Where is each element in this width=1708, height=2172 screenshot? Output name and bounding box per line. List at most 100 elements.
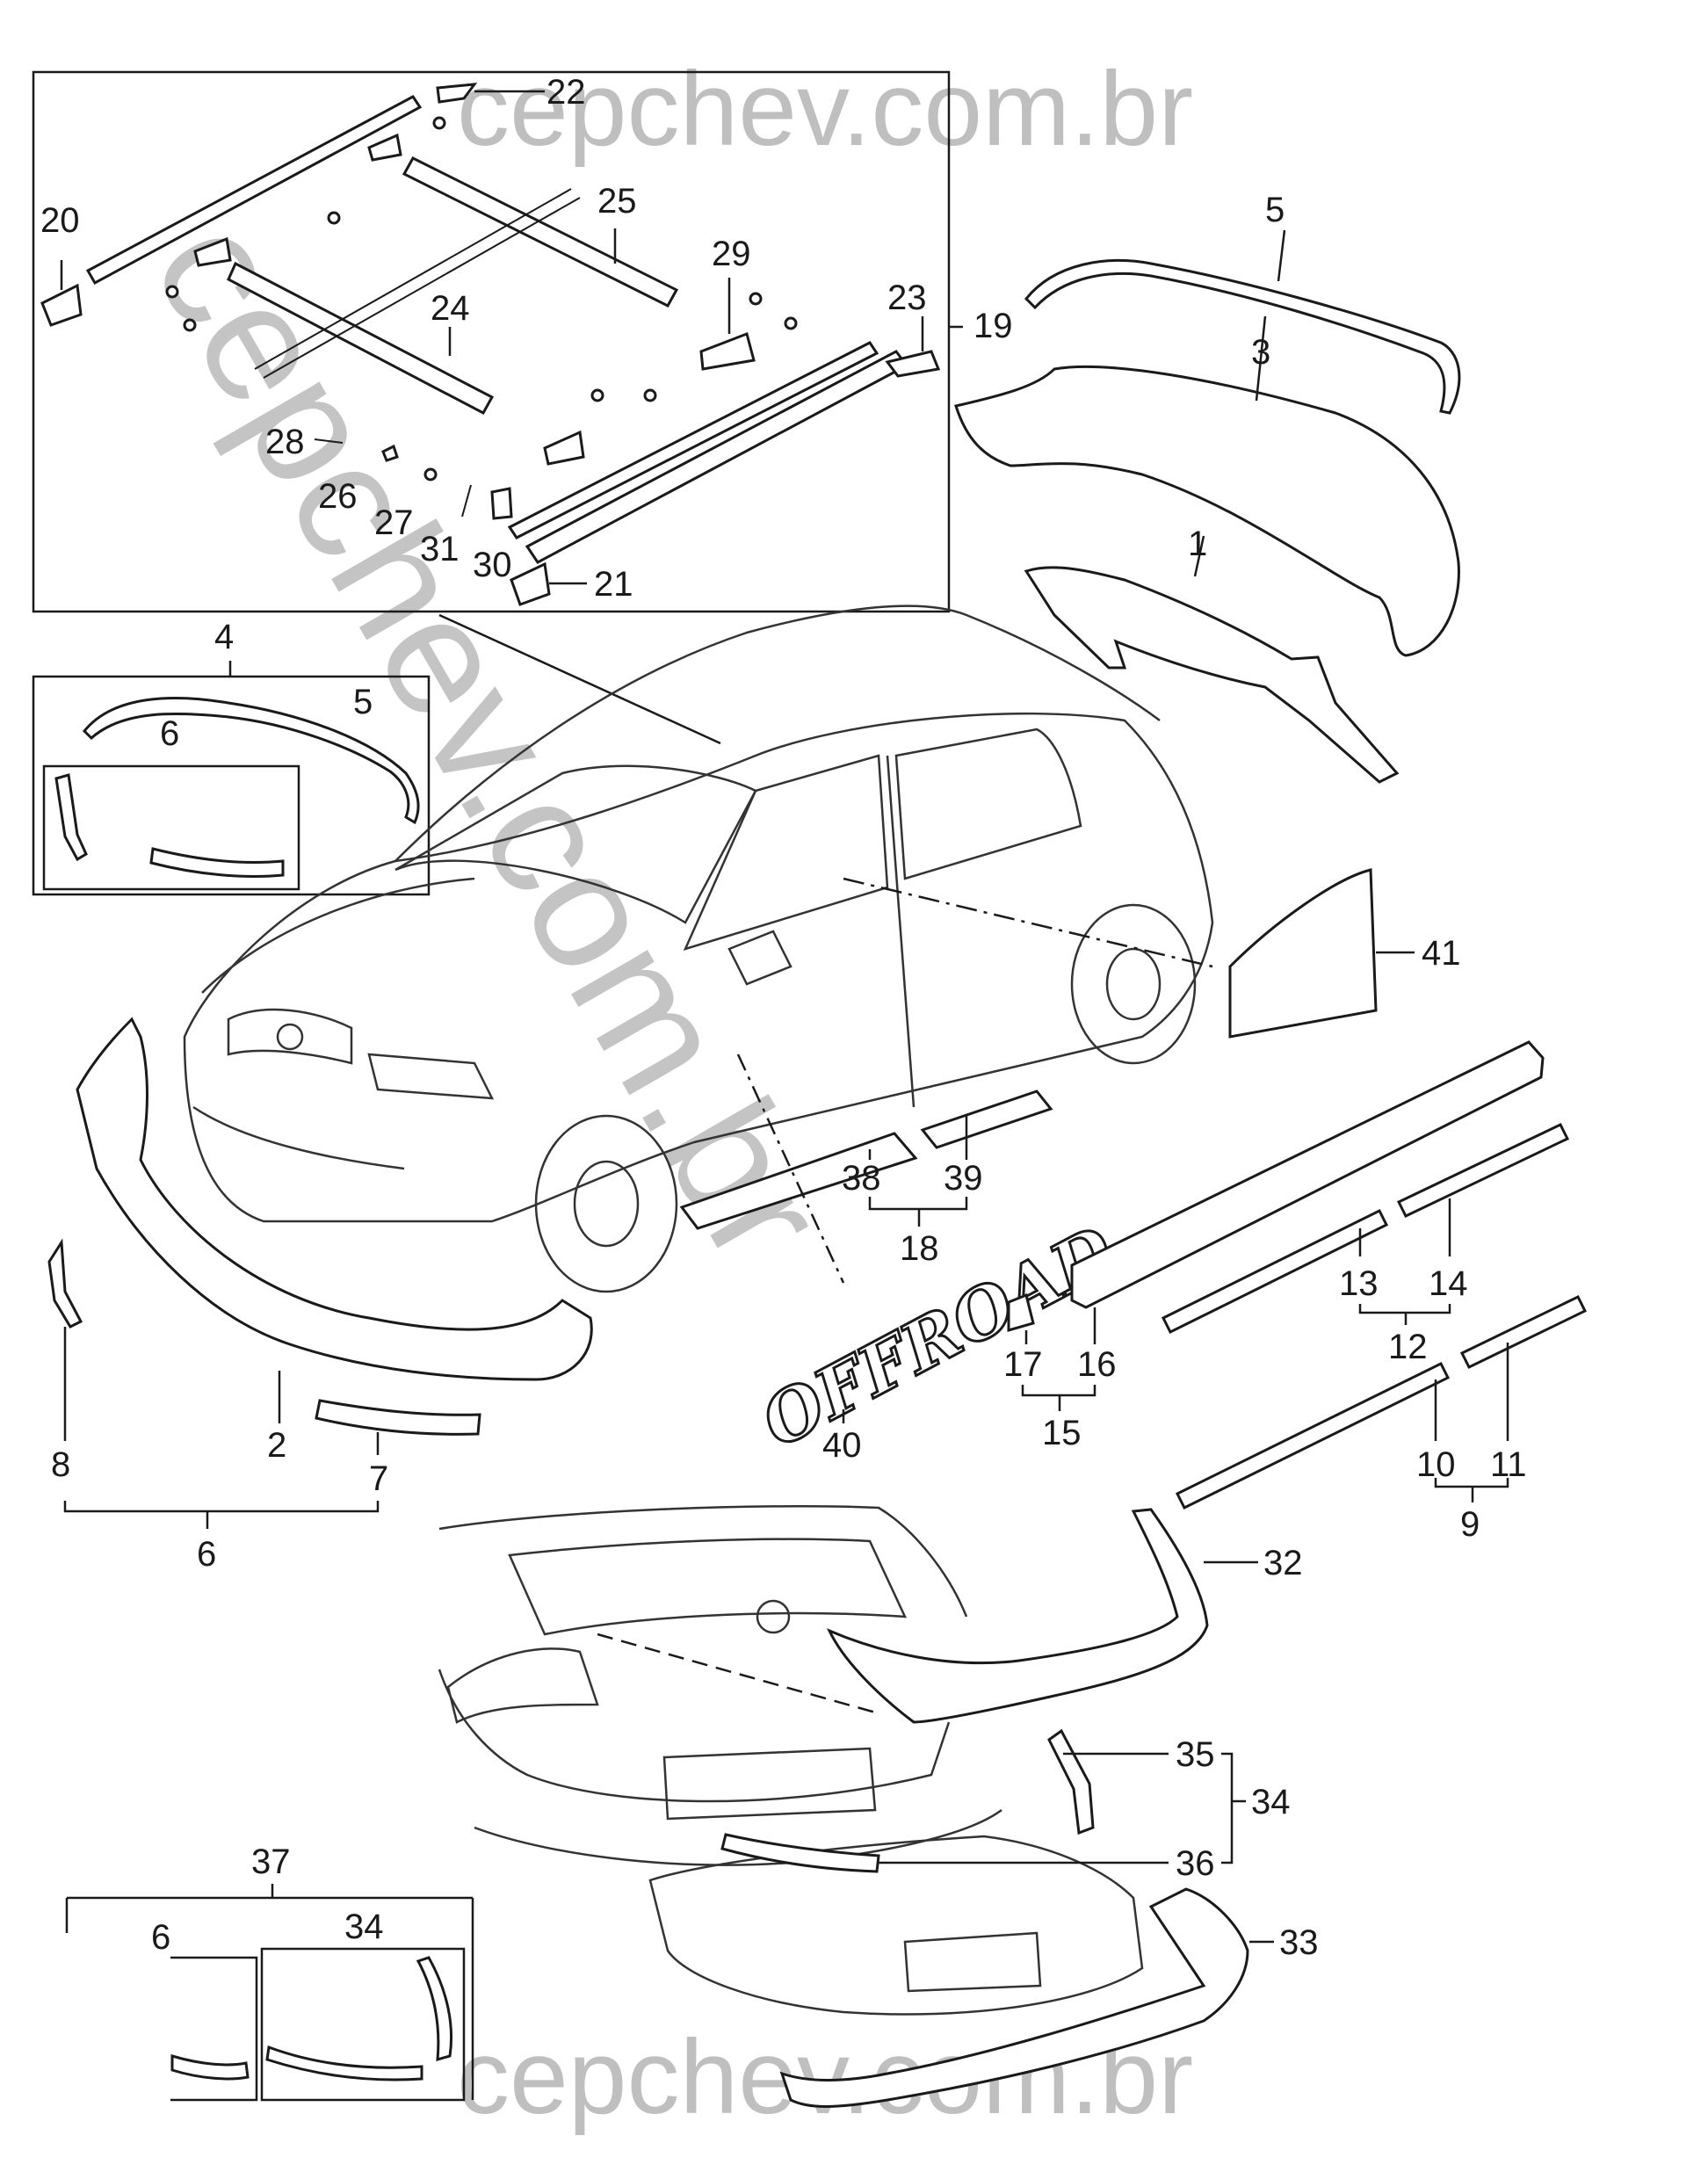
roof-strip-1 <box>254 188 572 370</box>
car-front-hub <box>573 1160 640 1248</box>
car-mirror <box>727 930 792 986</box>
rear-parts-group <box>720 1508 1274 2108</box>
roof-rack-detail-box <box>32 70 963 745</box>
callout-12: 12 <box>1388 1328 1428 1366</box>
callout-3: 3 <box>1251 333 1270 372</box>
fastener-7 <box>165 285 179 299</box>
leader-1 <box>1193 535 1205 577</box>
box-34-frame <box>260 1947 466 2102</box>
car-rear-logo <box>756 1599 791 1634</box>
car-front-bumper-line <box>192 1105 405 1170</box>
fender-flare-group <box>1228 868 1415 1039</box>
car-rear-lower <box>474 1808 1002 1866</box>
fastener-6 <box>590 388 604 402</box>
car-grille <box>227 1008 353 1065</box>
trim-6-detail <box>170 2053 250 2081</box>
callout-27: 27 <box>374 503 414 542</box>
callout-39: 39 <box>944 1159 983 1198</box>
car-rear-roof <box>438 1505 968 1618</box>
leader-41-dashed <box>843 877 1213 968</box>
car-hood <box>201 877 475 994</box>
callout-7: 7 <box>369 1459 388 1498</box>
leader-3 <box>1255 315 1267 402</box>
bracket-left-1 <box>193 236 232 267</box>
spoiler-trim-5b <box>82 697 420 825</box>
detail-6-frame <box>42 764 300 891</box>
trim-piece-6b <box>149 847 285 878</box>
trim-34-detail-b <box>416 1956 453 2062</box>
callout-labels: 22 20 25 29 24 23 19 28 26 27 31 30 21 5… <box>40 73 1527 1962</box>
callout-41: 41 <box>1422 934 1461 973</box>
roof-rail-left <box>85 95 423 286</box>
leader-40-dashed <box>736 1053 845 1284</box>
callout-1: 1 <box>1188 525 1207 563</box>
bracket-29 <box>699 332 756 371</box>
side-sill-16 <box>1070 1040 1545 1309</box>
box-6-partial <box>170 1956 258 2102</box>
pin-31 <box>461 484 472 518</box>
spoiler-group <box>954 229 1461 784</box>
rail-end-cap-21 <box>510 561 551 606</box>
rail-end-cap-20 <box>40 283 83 327</box>
callout-25: 25 <box>597 182 637 221</box>
car-body-outline <box>183 712 1214 1223</box>
side-moldings-group <box>1161 1123 1588 1510</box>
bracket-12 <box>1358 1304 1451 1314</box>
callout-31: 31 <box>420 530 460 568</box>
callout-36: 36 <box>1176 1844 1215 1883</box>
bracket-6 <box>63 1501 380 1513</box>
car-rear-hub <box>1105 947 1162 1021</box>
car-logo <box>276 1023 304 1051</box>
side-sill-group <box>1007 1040 1545 1411</box>
callout-34b: 34 <box>344 1908 384 1946</box>
rear-trim-32 <box>826 1508 1209 1724</box>
callout-16: 16 <box>1077 1345 1117 1384</box>
callout-26: 26 <box>318 477 358 516</box>
callout-17: 17 <box>1003 1345 1043 1384</box>
molding-11 <box>1459 1295 1588 1369</box>
bracket-right-1 <box>543 430 585 466</box>
car-license-plate <box>662 1747 877 1821</box>
car-rear-wheel <box>1070 903 1197 1065</box>
callout-5a: 5 <box>1265 191 1285 229</box>
molding-14 <box>1396 1123 1570 1218</box>
car-front-door-window <box>683 754 889 951</box>
callout-2: 2 <box>267 1426 286 1465</box>
callout-6c: 6 <box>151 1918 170 1957</box>
spoiler-trim-5 <box>1024 258 1461 415</box>
callout-6a: 6 <box>160 714 179 753</box>
callout-9: 9 <box>1460 1505 1480 1544</box>
roof-strip-2 <box>263 197 581 379</box>
callout-35: 35 <box>1176 1735 1215 1774</box>
front-bumper-2 <box>76 1017 593 1381</box>
bracket-34 <box>1221 1752 1234 1864</box>
rear-trim-35 <box>1047 1728 1095 1835</box>
detail-box-4 <box>32 661 431 896</box>
car-body <box>183 605 1214 1293</box>
front-trim-8 <box>47 1238 83 1329</box>
callout-30: 30 <box>473 546 512 584</box>
callout-29: 29 <box>712 235 751 273</box>
callout-15: 15 <box>1042 1414 1082 1452</box>
watermark-top: cepchev.com.br <box>457 50 1193 168</box>
bracket-18 <box>868 1197 968 1211</box>
molding-10 <box>1175 1361 1451 1510</box>
car-taillight <box>446 1647 599 1724</box>
pin-28 <box>314 438 344 444</box>
car-rear-door-window <box>894 728 1082 880</box>
car-rear-plate-lower <box>903 1931 1042 1993</box>
callout-34a: 34 <box>1251 1783 1291 1821</box>
callout-8: 8 <box>51 1445 70 1484</box>
front-trim-7 <box>315 1399 481 1436</box>
spoiler-lip-1 <box>1024 566 1400 784</box>
car-headlight <box>367 1053 495 1100</box>
callout-38: 38 <box>842 1159 881 1198</box>
sill-end-17 <box>1007 1292 1035 1332</box>
car-rear <box>438 1505 1144 2016</box>
car-front-wheel <box>534 1114 678 1293</box>
car-door-line <box>886 755 916 1108</box>
callout-10: 10 <box>1416 1445 1456 1484</box>
callout-21: 21 <box>594 565 633 604</box>
roof-rack-frame <box>32 70 951 613</box>
